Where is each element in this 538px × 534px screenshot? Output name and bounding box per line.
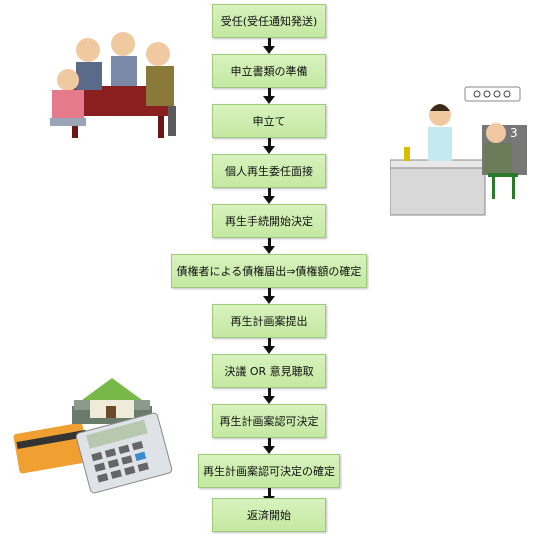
arrow-5 [262,238,276,254]
house-money-calculator-illustration [13,378,173,494]
step-claims-filing: 債権者による債権届出⇒債権額の確定 [171,254,367,288]
arrow-3 [262,138,276,154]
arrow-1 [262,38,276,54]
step-approval-final: 再生計画案認可決定の確定 [198,454,340,488]
arrow-2 [262,88,276,104]
step-accept-notice: 受任(受任通知発送) [212,4,326,38]
arrow-6 [262,288,276,304]
arrow-8 [262,388,276,404]
arrow-9 [262,438,276,454]
step-repayment-start: 返済開始 [212,498,326,532]
arrow-7 [262,338,276,354]
step-plan-submission: 再生計画案提出 [212,304,326,338]
arrow-4 [262,188,276,204]
step-filing: 申立て [212,104,326,138]
step-prepare-documents: 申立書類の準備 [212,54,326,88]
step-plan-approval: 再生計画案認可決定 [212,404,326,438]
office-counter-illustration: 3 [390,86,527,216]
step-interview: 個人再生委任面接 [212,154,326,188]
svg-text:3: 3 [510,126,518,140]
step-resolution: 決議 OR 意見聴取 [212,354,326,388]
step-start-decision: 再生手続開始決定 [212,204,326,238]
meeting-illustration [50,32,176,138]
